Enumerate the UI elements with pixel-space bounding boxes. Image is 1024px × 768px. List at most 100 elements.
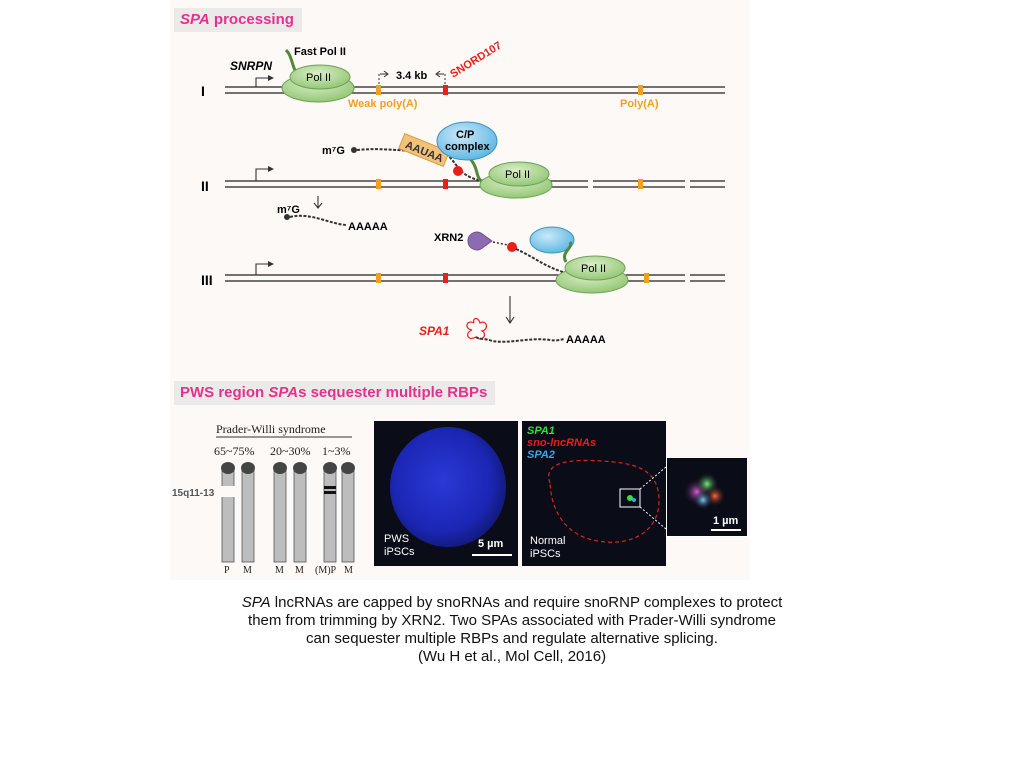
distance-arrow-left-icon: [380, 70, 389, 78]
spa-processing-diagram: I SNRPN Fast Pol II Pol II 3.4 kb SNORD1…: [201, 40, 725, 346]
section-title-pws: PWS region SPAs sequester multiple RBPs: [174, 381, 496, 405]
channel-legend: SPA1 sno-lncRNAs SPA2: [527, 425, 596, 461]
down-arrow-icon-2: [313, 196, 323, 209]
zoom-box: [619, 488, 641, 508]
pct-group-1: 65~75%: [214, 444, 255, 458]
zoom-inset-image: [683, 472, 726, 510]
inset-scale-text: 1 µm: [713, 515, 739, 527]
section-title-spa-processing: SPA processing: [174, 8, 302, 32]
figure-caption: SPA lncRNAs are capped by snoRNAs and re…: [160, 594, 864, 666]
step-label-2: II: [201, 178, 209, 194]
spa2-foci: [632, 498, 636, 502]
spa1-label: SPA1: [419, 324, 450, 338]
xrn2-label: XRN2: [434, 232, 463, 244]
pws-scale-text: 5 µm: [478, 538, 504, 550]
promoter-arrow-icon-2: [255, 168, 268, 181]
xrn2-pacman-icon: [467, 231, 493, 251]
chromosome-4: [293, 462, 307, 563]
pol-ii-complex-3: Pol II: [555, 255, 629, 294]
foci-blue: [693, 490, 713, 510]
chromosome-1: [220, 462, 236, 563]
normal-ipsc-panel: SPA1 sno-lncRNAs SPA2 Normal iPSCs: [522, 421, 666, 566]
weak-polya-label: Weak poly(A): [348, 98, 418, 110]
chromosome-5: [323, 462, 337, 563]
promoter-arrowhead-icon-3: [268, 261, 274, 267]
promoter-arrowhead-icon: [268, 75, 274, 81]
karyotype-diagram: Prader-Willi syndrome 65~75% 20~30% 1~3%…: [172, 422, 355, 576]
pol-ii-complex-2: Pol II: [479, 161, 553, 199]
polya-marker-2: [638, 179, 643, 189]
snrpn-label: SNRPN: [230, 59, 272, 73]
region-label: 15q11-13: [172, 488, 215, 499]
caption-line-2: them from trimming by XRN2. Two SPAs ass…: [248, 612, 776, 629]
cp-complex-3: [529, 226, 575, 254]
polya-marker: [638, 85, 643, 95]
polya-tail-label-3: AAAAA: [566, 334, 606, 346]
legend-spa1: SPA1: [527, 425, 555, 437]
caption-citation: (Wu H et al., Mol Cell, 2016): [417, 648, 607, 665]
chromosome-3: [273, 462, 287, 563]
promoter-arrow-icon-3: [255, 263, 268, 275]
pol-ii-complex-1: Pol II: [281, 64, 355, 103]
pws-ipsc-panel: PWS iPSCs 5 µm: [374, 421, 518, 566]
m7g-cap-2b: [284, 214, 290, 220]
pol-tether-3: [563, 241, 573, 263]
zoom-inset-panel: 1 µm: [666, 457, 748, 537]
pct-group-3: 1~3%: [322, 444, 351, 458]
promoter-arrow-icon: [255, 77, 268, 87]
pws-panel-label: PWS iPSCs: [384, 533, 415, 558]
chromosome-2: [241, 462, 255, 563]
zoom-line-top: [639, 466, 666, 490]
promoter-arrowhead-icon-2: [268, 166, 274, 172]
cp-label-line2: complex: [445, 141, 491, 153]
normal-nucleus-image: [548, 459, 666, 543]
pws-nucleus-image: [390, 427, 506, 547]
step-label-1: I: [201, 83, 205, 99]
cp-complex: C/P complex: [436, 121, 498, 161]
nascent-rna-3: [515, 248, 571, 275]
pws-title-pre: PWS region: [180, 384, 269, 401]
step-label-3: III: [201, 272, 213, 288]
caption-italic: SPA: [241, 594, 271, 611]
chrom-label-5: (M)P: [315, 565, 337, 576]
polya-label: Poly(A): [620, 98, 659, 110]
down-arrow-icon-3: [505, 296, 515, 324]
zoom-line-bottom: [639, 506, 666, 530]
chrom-label-3: M: [275, 565, 284, 576]
legend-spa2: SPA2: [527, 449, 555, 461]
pws-title-post: s sequester multiple RBPs: [298, 384, 488, 401]
snorna-cap-3: [507, 242, 517, 252]
chrom-label-2: M: [243, 565, 252, 576]
distance-label: 3.4 kb: [396, 70, 427, 82]
pol-label-1: Pol II: [306, 72, 331, 84]
snorna-cap-2: [453, 166, 463, 176]
inset-scale-bar: [711, 529, 741, 531]
weak-polya-marker-2: [376, 179, 381, 189]
weak-polya-marker: [376, 85, 381, 95]
polya-marker-3: [644, 273, 649, 283]
pws-title-italic: SPA: [268, 384, 299, 401]
chrom-label-6: M: [344, 565, 353, 576]
dna-track-2: [225, 180, 725, 188]
xrn2-dotted-link: [492, 241, 509, 246]
caption-line-3: can sequester multiple RBPs and regulate…: [306, 630, 718, 647]
m7g-cap-2: [351, 147, 357, 153]
spa1-rna: [475, 336, 565, 343]
chrom-label-1: P: [224, 565, 230, 576]
spa-foci: [627, 495, 633, 501]
figure: SPA processing I SNRPN Fast Pol II Pol I: [170, 0, 750, 580]
nucleus-dapi: [390, 427, 506, 547]
normal-panel-label: Normal iPSCs: [530, 535, 566, 560]
fast-pol-label: Fast Pol II: [294, 46, 346, 58]
m7g-label-2: m⁷G: [322, 145, 345, 157]
snord107-marker: [443, 85, 448, 95]
karyotype-title: Prader-Willi syndrome: [216, 422, 326, 436]
chromosome-6: [341, 462, 355, 563]
nucleus-outline: [548, 459, 660, 543]
title-italic: SPA: [180, 11, 210, 28]
snord107-marker-3: [443, 273, 448, 283]
chrom-label-4: M: [295, 565, 304, 576]
legend-sno-lncrnas: sno-lncRNAs: [527, 437, 597, 449]
title-rest: processing: [209, 11, 294, 28]
cp-label-line1: C/P: [456, 129, 474, 141]
